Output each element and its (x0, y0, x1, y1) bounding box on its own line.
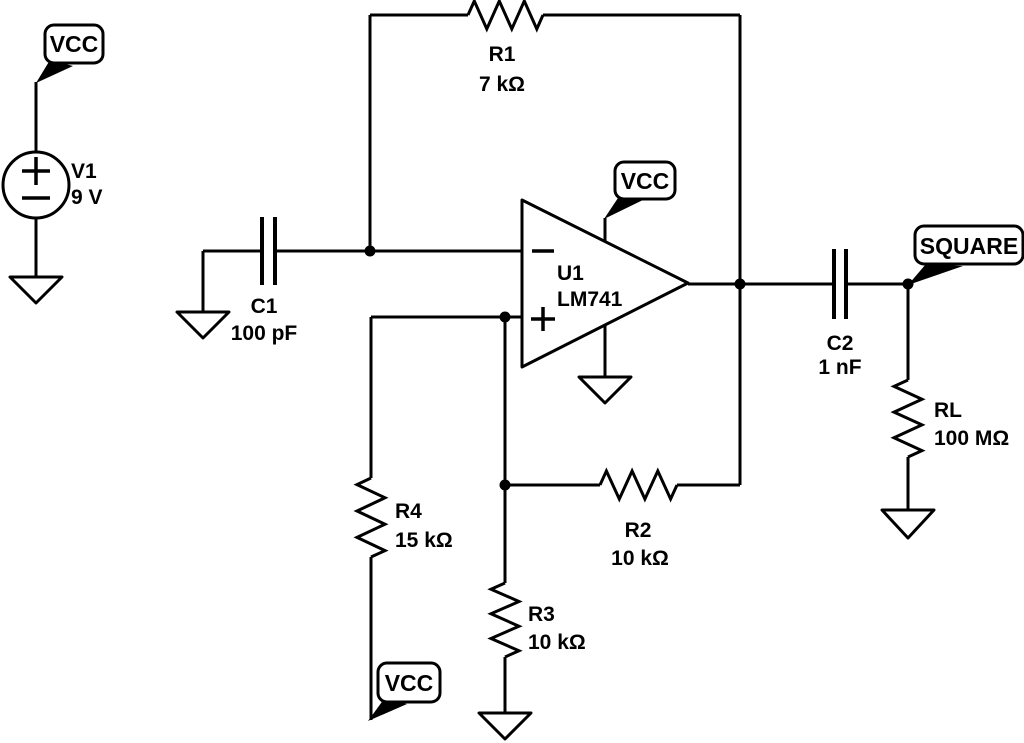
flag-tail (368, 699, 407, 721)
resistor-zigzag (598, 467, 679, 503)
junction-dots (364, 245, 914, 491)
r1-value-label: 7 kΩ (479, 73, 525, 96)
wires (34, 13, 910, 720)
junction-dot (734, 278, 746, 290)
net-flag-square: SQUARE (908, 224, 1024, 285)
flag-tail (908, 264, 963, 285)
c2-value-label: 1 nF (818, 356, 861, 379)
v1-value-label: 9 V (71, 186, 103, 209)
v1-ref-label: V1 (71, 160, 97, 183)
flag-tail (604, 195, 643, 219)
resistor-zigzag (487, 581, 523, 659)
junction-dot (364, 245, 376, 257)
net-flag-vcc-u1: VCC (604, 160, 677, 219)
ground-icon (8, 275, 64, 305)
flag-tail (36, 60, 73, 83)
resistor-zigzag (890, 378, 926, 459)
r3-ref-label: R3 (528, 603, 555, 626)
resistor-zigzag (466, 0, 545, 33)
c1-value-label: 100 pF (231, 322, 298, 345)
u1-ref-label: U1 (557, 262, 584, 285)
square-flag-label: SQUARE (920, 233, 1018, 259)
resistor-r4: R4 15 kΩ (353, 476, 453, 559)
r2-ref-label: R2 (625, 519, 652, 542)
ground-symbols (8, 275, 936, 741)
opamp-u1: U1 LM741 (520, 198, 690, 369)
flag-box (43, 23, 105, 65)
r3-value-label: 10 kΩ (528, 631, 586, 654)
noninverting-input-plus-icon (531, 307, 555, 331)
resistor-r2: R2 10 kΩ (598, 467, 679, 570)
c2-ref-label: C2 (827, 332, 854, 355)
rl-value-label: 100 MΩ (934, 427, 1009, 450)
ground-icon (175, 310, 231, 340)
flag-box (613, 160, 677, 201)
resistor-rl: RL 100 MΩ (890, 378, 1009, 459)
net-flag-vcc-v1: VCC (36, 23, 105, 83)
u1-part-label: LM741 (557, 288, 623, 311)
r4-value-label: 15 kΩ (395, 529, 453, 552)
r2-value-label: 10 kΩ (611, 547, 669, 570)
ground-icon (477, 711, 533, 741)
vcc-flag-label: VCC (385, 670, 434, 696)
resistor-r1: R1 7 kΩ (466, 0, 545, 96)
opamp-triangle (520, 198, 690, 369)
net-flag-vcc-r4: VCC (368, 661, 442, 721)
r1-ref-label: R1 (489, 43, 516, 66)
junction-dot (902, 278, 914, 290)
vcc-flag-label: VCC (50, 31, 99, 57)
flag-box (913, 224, 1024, 266)
resistor-r3: R3 10 kΩ (487, 581, 586, 659)
c1-ref-label: C1 (251, 295, 278, 318)
ground-icon (577, 375, 633, 405)
ground-icon (880, 508, 936, 540)
capacitor-c2: C2 1 nF (818, 249, 862, 379)
junction-dot (499, 311, 511, 323)
r4-ref-label: R4 (395, 500, 422, 523)
voltage-source-v1: V1 9 V (1, 150, 103, 220)
junction-dot (499, 479, 511, 491)
flag-box (376, 661, 442, 704)
capacitor-c1: C1 100 pF (231, 217, 298, 345)
plus-icon (22, 157, 50, 185)
vcc-flag-label: VCC (621, 168, 670, 194)
rl-ref-label: RL (934, 399, 962, 422)
resistor-zigzag (353, 476, 389, 559)
